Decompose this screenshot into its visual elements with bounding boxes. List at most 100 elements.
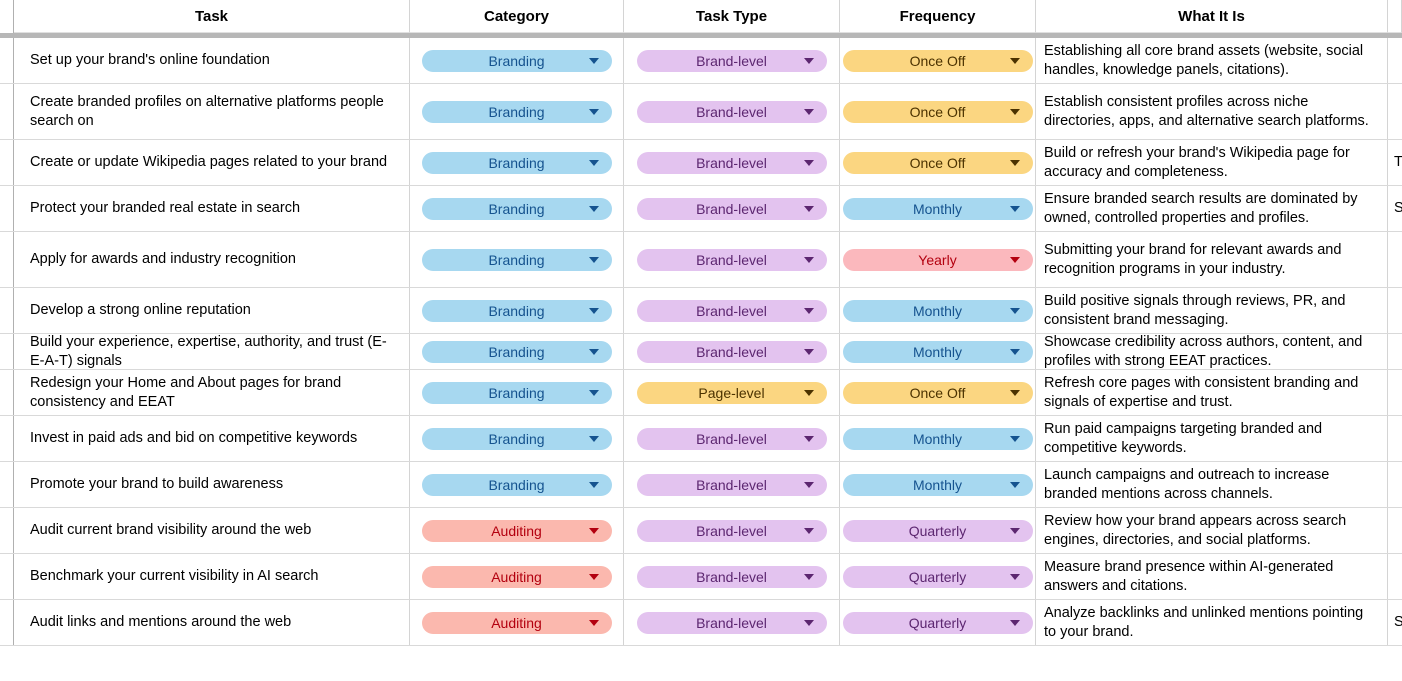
- cell-task-type[interactable]: Brand-level: [624, 140, 840, 185]
- chevron-down-icon[interactable]: [803, 389, 814, 396]
- row-gutter[interactable]: [0, 416, 14, 461]
- cell-category[interactable]: Branding: [410, 370, 624, 415]
- cell-task[interactable]: Set up your brand's online foundation: [14, 38, 410, 83]
- frequency-chip[interactable]: Monthly: [842, 427, 1033, 450]
- row-gutter[interactable]: [0, 232, 14, 287]
- cell-task[interactable]: Develop a strong online reputation: [14, 288, 410, 333]
- chevron-down-icon[interactable]: [588, 389, 599, 396]
- chevron-down-icon[interactable]: [588, 256, 599, 263]
- chevron-down-icon[interactable]: [803, 527, 814, 534]
- cell-what-it-is[interactable]: Run paid campaigns targeting branded and…: [1036, 416, 1388, 461]
- category-chip[interactable]: Branding: [421, 151, 612, 174]
- cell-frequency[interactable]: Once Off: [840, 370, 1036, 415]
- cell-category[interactable]: Auditing: [410, 554, 624, 599]
- cell-frequency[interactable]: Monthly: [840, 416, 1036, 461]
- cell-task-type[interactable]: Brand-level: [624, 554, 840, 599]
- cell-task[interactable]: Create or update Wikipedia pages related…: [14, 140, 410, 185]
- frequency-chip[interactable]: Monthly: [842, 299, 1033, 322]
- cell-frequency[interactable]: Once Off: [840, 38, 1036, 83]
- frequency-chip[interactable]: Yearly: [842, 248, 1033, 271]
- task-type-chip[interactable]: Brand-level: [636, 100, 827, 123]
- chevron-down-icon[interactable]: [803, 307, 814, 314]
- cell-task[interactable]: Invest in paid ads and bid on competitiv…: [14, 416, 410, 461]
- cell-task[interactable]: Audit links and mentions around the web: [14, 600, 410, 645]
- cell-task-type[interactable]: Brand-level: [624, 186, 840, 231]
- cell-what-it-is[interactable]: Ensure branded search results are domina…: [1036, 186, 1388, 231]
- cell-overflow[interactable]: [1388, 370, 1402, 415]
- cell-what-it-is[interactable]: Build positive signals through reviews, …: [1036, 288, 1388, 333]
- chevron-down-icon[interactable]: [588, 57, 599, 64]
- cell-task-type[interactable]: Brand-level: [624, 334, 840, 369]
- chevron-down-icon[interactable]: [803, 108, 814, 115]
- task-type-chip[interactable]: Brand-level: [636, 197, 827, 220]
- row-gutter[interactable]: [0, 84, 14, 139]
- chevron-down-icon[interactable]: [1009, 619, 1020, 626]
- column-header-overflow[interactable]: [1388, 0, 1402, 33]
- table-row[interactable]: Set up your brand's online foundation Bra…: [0, 38, 1402, 84]
- row-gutter[interactable]: [0, 288, 14, 333]
- task-type-chip[interactable]: Brand-level: [636, 473, 827, 496]
- chevron-down-icon[interactable]: [588, 481, 599, 488]
- cell-overflow[interactable]: [1388, 38, 1402, 83]
- chevron-down-icon[interactable]: [1009, 389, 1020, 396]
- row-gutter[interactable]: [0, 554, 14, 599]
- column-header-task-type[interactable]: Task Type: [624, 0, 840, 33]
- chevron-down-icon[interactable]: [803, 481, 814, 488]
- chevron-down-icon[interactable]: [588, 348, 599, 355]
- chevron-down-icon[interactable]: [803, 573, 814, 580]
- row-gutter[interactable]: [0, 370, 14, 415]
- cell-category[interactable]: Branding: [410, 140, 624, 185]
- category-chip[interactable]: Branding: [421, 299, 612, 322]
- cell-overflow[interactable]: [1388, 84, 1402, 139]
- category-chip[interactable]: Branding: [421, 197, 612, 220]
- frequency-chip[interactable]: Once Off: [842, 381, 1033, 404]
- cell-task[interactable]: Benchmark your current visibility in AI …: [14, 554, 410, 599]
- cell-category[interactable]: Auditing: [410, 600, 624, 645]
- chevron-down-icon[interactable]: [1009, 481, 1020, 488]
- chevron-down-icon[interactable]: [803, 619, 814, 626]
- task-type-chip[interactable]: Brand-level: [636, 49, 827, 72]
- task-type-chip[interactable]: Brand-level: [636, 427, 827, 450]
- chevron-down-icon[interactable]: [803, 348, 814, 355]
- chevron-down-icon[interactable]: [588, 205, 599, 212]
- category-chip[interactable]: Branding: [421, 49, 612, 72]
- chevron-down-icon[interactable]: [1009, 205, 1020, 212]
- frequency-chip[interactable]: Quarterly: [842, 519, 1033, 542]
- cell-task-type[interactable]: Brand-level: [624, 600, 840, 645]
- cell-frequency[interactable]: Quarterly: [840, 554, 1036, 599]
- frequency-chip[interactable]: Once Off: [842, 151, 1033, 174]
- column-header-category[interactable]: Category: [410, 0, 624, 33]
- table-row[interactable]: Protect your branded real estate in sear…: [0, 186, 1402, 232]
- category-chip[interactable]: Branding: [421, 473, 612, 496]
- cell-overflow[interactable]: [1388, 334, 1402, 369]
- task-type-chip[interactable]: Page-level: [636, 381, 827, 404]
- frequency-chip[interactable]: Quarterly: [842, 565, 1033, 588]
- cell-frequency[interactable]: Quarterly: [840, 600, 1036, 645]
- cell-frequency[interactable]: Quarterly: [840, 508, 1036, 553]
- cell-overflow[interactable]: [1388, 462, 1402, 507]
- category-chip[interactable]: Branding: [421, 340, 612, 363]
- cell-category[interactable]: Auditing: [410, 508, 624, 553]
- cell-category[interactable]: Branding: [410, 416, 624, 461]
- cell-task[interactable]: Build your experience, expertise, author…: [14, 334, 410, 369]
- cell-what-it-is[interactable]: Review how your brand appears across sea…: [1036, 508, 1388, 553]
- frequency-chip[interactable]: Monthly: [842, 197, 1033, 220]
- chevron-down-icon[interactable]: [588, 307, 599, 314]
- category-chip[interactable]: Branding: [421, 100, 612, 123]
- table-row[interactable]: Redesign your Home and About pages for b…: [0, 370, 1402, 416]
- cell-category[interactable]: Branding: [410, 462, 624, 507]
- table-row[interactable]: Invest in paid ads and bid on competitiv…: [0, 416, 1402, 462]
- task-type-chip[interactable]: Brand-level: [636, 519, 827, 542]
- cell-frequency[interactable]: Monthly: [840, 334, 1036, 369]
- chevron-down-icon[interactable]: [1009, 573, 1020, 580]
- chevron-down-icon[interactable]: [803, 57, 814, 64]
- category-chip[interactable]: Auditing: [421, 519, 612, 542]
- column-header-frequency[interactable]: Frequency: [840, 0, 1036, 33]
- cell-task-type[interactable]: Brand-level: [624, 462, 840, 507]
- cell-task[interactable]: Audit current brand visibility around th…: [14, 508, 410, 553]
- chevron-down-icon[interactable]: [588, 573, 599, 580]
- cell-category[interactable]: Branding: [410, 84, 624, 139]
- cell-what-it-is[interactable]: Establish consistent profiles across nic…: [1036, 84, 1388, 139]
- table-row[interactable]: Audit current brand visibility around th…: [0, 508, 1402, 554]
